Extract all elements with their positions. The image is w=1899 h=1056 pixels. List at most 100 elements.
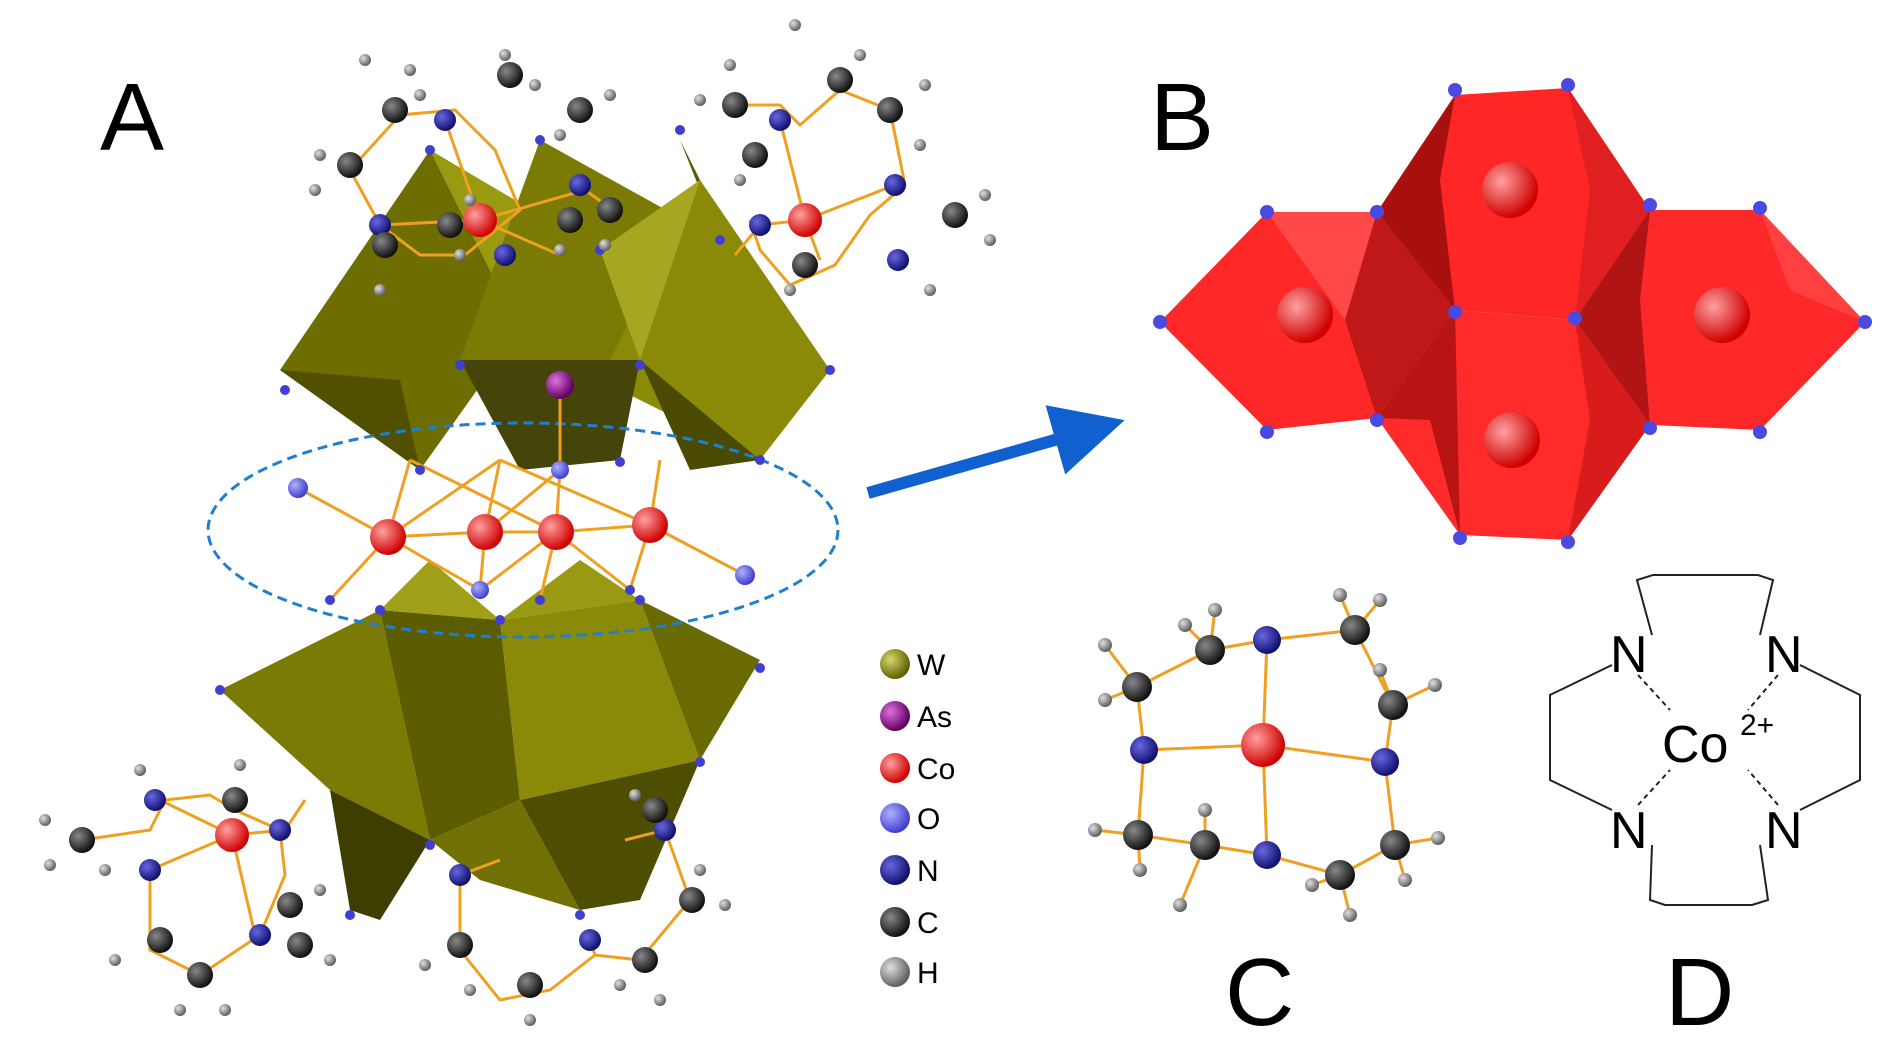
nitrogen-atom bbox=[1253, 626, 1281, 654]
polyhedra-oxygen-vertices bbox=[215, 125, 835, 920]
nitrogen-atom bbox=[369, 214, 391, 236]
cobalt-atom bbox=[463, 203, 497, 237]
carbon-atom bbox=[877, 97, 903, 123]
carbon-atom bbox=[1195, 635, 1225, 665]
oxygen-atom bbox=[735, 565, 755, 585]
carbon-atom bbox=[557, 207, 583, 233]
nitrogen-label-top-right: N bbox=[1765, 626, 1803, 684]
legend-label-h: H bbox=[917, 957, 939, 990]
panel-b-oxygen-vertices bbox=[1153, 78, 1872, 549]
panel-c-cyclam-complex bbox=[1088, 588, 1445, 922]
carbon-atom bbox=[1325, 860, 1355, 890]
nitrogen-atom bbox=[769, 109, 791, 131]
carbon-atom bbox=[287, 932, 313, 958]
upper-tungsten-polyhedra bbox=[280, 140, 830, 470]
legend-swatch-h bbox=[880, 957, 910, 987]
carbon-atom bbox=[1340, 615, 1370, 645]
nitrogen-atom bbox=[884, 174, 906, 196]
carbon-atom bbox=[69, 827, 95, 853]
lower-tungsten-polyhedra bbox=[220, 560, 760, 920]
carbon-atom bbox=[742, 142, 768, 168]
legend-label-o: O bbox=[917, 803, 940, 836]
arrow bbox=[866, 405, 1125, 499]
nitrogen-atom bbox=[887, 249, 909, 271]
nitrogen-atom bbox=[1371, 748, 1399, 776]
nitrogen-atom bbox=[144, 789, 166, 811]
nitrogen-label-top-left: N bbox=[1610, 626, 1648, 684]
panel-d-chemical-structure: N N N N Co 2+ bbox=[1549, 574, 1861, 906]
core-atoms bbox=[288, 371, 755, 599]
panel-b-cobalt-polyhedra bbox=[1153, 78, 1872, 549]
legend-swatch-as bbox=[880, 701, 910, 731]
carbon-atom bbox=[597, 197, 623, 223]
arsenic-atom bbox=[546, 371, 574, 399]
cyclam-complex-bottom-middle bbox=[419, 789, 731, 1026]
carbon-atom bbox=[447, 932, 473, 958]
legend-swatch-w bbox=[880, 649, 910, 679]
legend-swatch-n bbox=[880, 855, 910, 885]
cyclam-complex-bottom-left bbox=[39, 759, 336, 1016]
dashed-selection-ellipse bbox=[206, 421, 840, 639]
carbon-atom bbox=[1123, 820, 1153, 850]
legend-label-co: Co bbox=[917, 753, 955, 786]
oxygen-atom bbox=[471, 581, 489, 599]
carbon-atom bbox=[222, 787, 248, 813]
nitrogen-atom bbox=[494, 244, 516, 266]
cobalt-atom bbox=[788, 203, 822, 237]
panel-label-a: A bbox=[100, 64, 164, 171]
carbon-atom bbox=[642, 797, 668, 823]
nitrogen-atom bbox=[749, 214, 771, 236]
nitrogen-atom bbox=[579, 929, 601, 951]
cyclam-complex-top-left bbox=[309, 49, 623, 296]
cobalt-atom bbox=[632, 507, 668, 543]
cobalt-charge: 2+ bbox=[1740, 709, 1774, 742]
cobalt-atom bbox=[538, 514, 574, 550]
carbon-atom bbox=[437, 212, 463, 238]
cobalt-label: Co bbox=[1662, 716, 1728, 774]
carbon-atom bbox=[1190, 830, 1220, 860]
cobalt-atom bbox=[215, 818, 249, 852]
carbon-atom bbox=[1122, 672, 1152, 702]
nitrogen-atom bbox=[569, 174, 591, 196]
carbon-atom bbox=[147, 927, 173, 953]
legend-swatch-co bbox=[880, 753, 910, 783]
carbon-atom bbox=[382, 97, 408, 123]
cobalt-atom bbox=[1277, 287, 1333, 343]
cobalt-atom bbox=[1694, 287, 1750, 343]
legend-label-w: W bbox=[917, 649, 946, 682]
carbon-atom bbox=[679, 887, 705, 913]
nitrogen-atom bbox=[269, 819, 291, 841]
nitrogen-atom bbox=[654, 819, 676, 841]
nitrogen-atom bbox=[139, 859, 161, 881]
legend-label-n: N bbox=[917, 855, 939, 888]
cyclam-complex-top-right bbox=[694, 19, 996, 296]
cobalt-atom bbox=[1241, 723, 1285, 767]
panel-label-b: B bbox=[1150, 64, 1214, 171]
nitrogen-atom bbox=[434, 109, 456, 131]
carbon-atom bbox=[722, 92, 748, 118]
legend-swatch-o bbox=[880, 803, 910, 833]
panel-label-c: C bbox=[1225, 939, 1294, 1046]
carbon-atom bbox=[792, 252, 818, 278]
panel-label-d: D bbox=[1665, 939, 1734, 1046]
carbon-atom bbox=[1380, 830, 1410, 860]
nitrogen-atom bbox=[1130, 736, 1158, 764]
carbon-atom bbox=[497, 62, 523, 88]
panel-a-structure bbox=[39, 19, 996, 1026]
legend-label-as: As bbox=[917, 701, 952, 734]
nitrogen-atom bbox=[449, 864, 471, 886]
carbon-atom bbox=[942, 202, 968, 228]
carbon-atom bbox=[372, 232, 398, 258]
carbon-atom bbox=[337, 152, 363, 178]
nitrogen-atom bbox=[1253, 841, 1281, 869]
cobalt-atom bbox=[467, 514, 503, 550]
carbon-atom bbox=[632, 947, 658, 973]
cobalt-atom bbox=[1484, 412, 1540, 468]
cobalt-atom bbox=[370, 519, 406, 555]
legend-label-c: C bbox=[917, 907, 939, 940]
atom-legend: W As Co O N C H bbox=[880, 649, 955, 990]
nitrogen-label-bottom-right: N bbox=[1765, 802, 1803, 860]
carbon-atom bbox=[187, 962, 213, 988]
oxygen-atom bbox=[551, 461, 569, 479]
